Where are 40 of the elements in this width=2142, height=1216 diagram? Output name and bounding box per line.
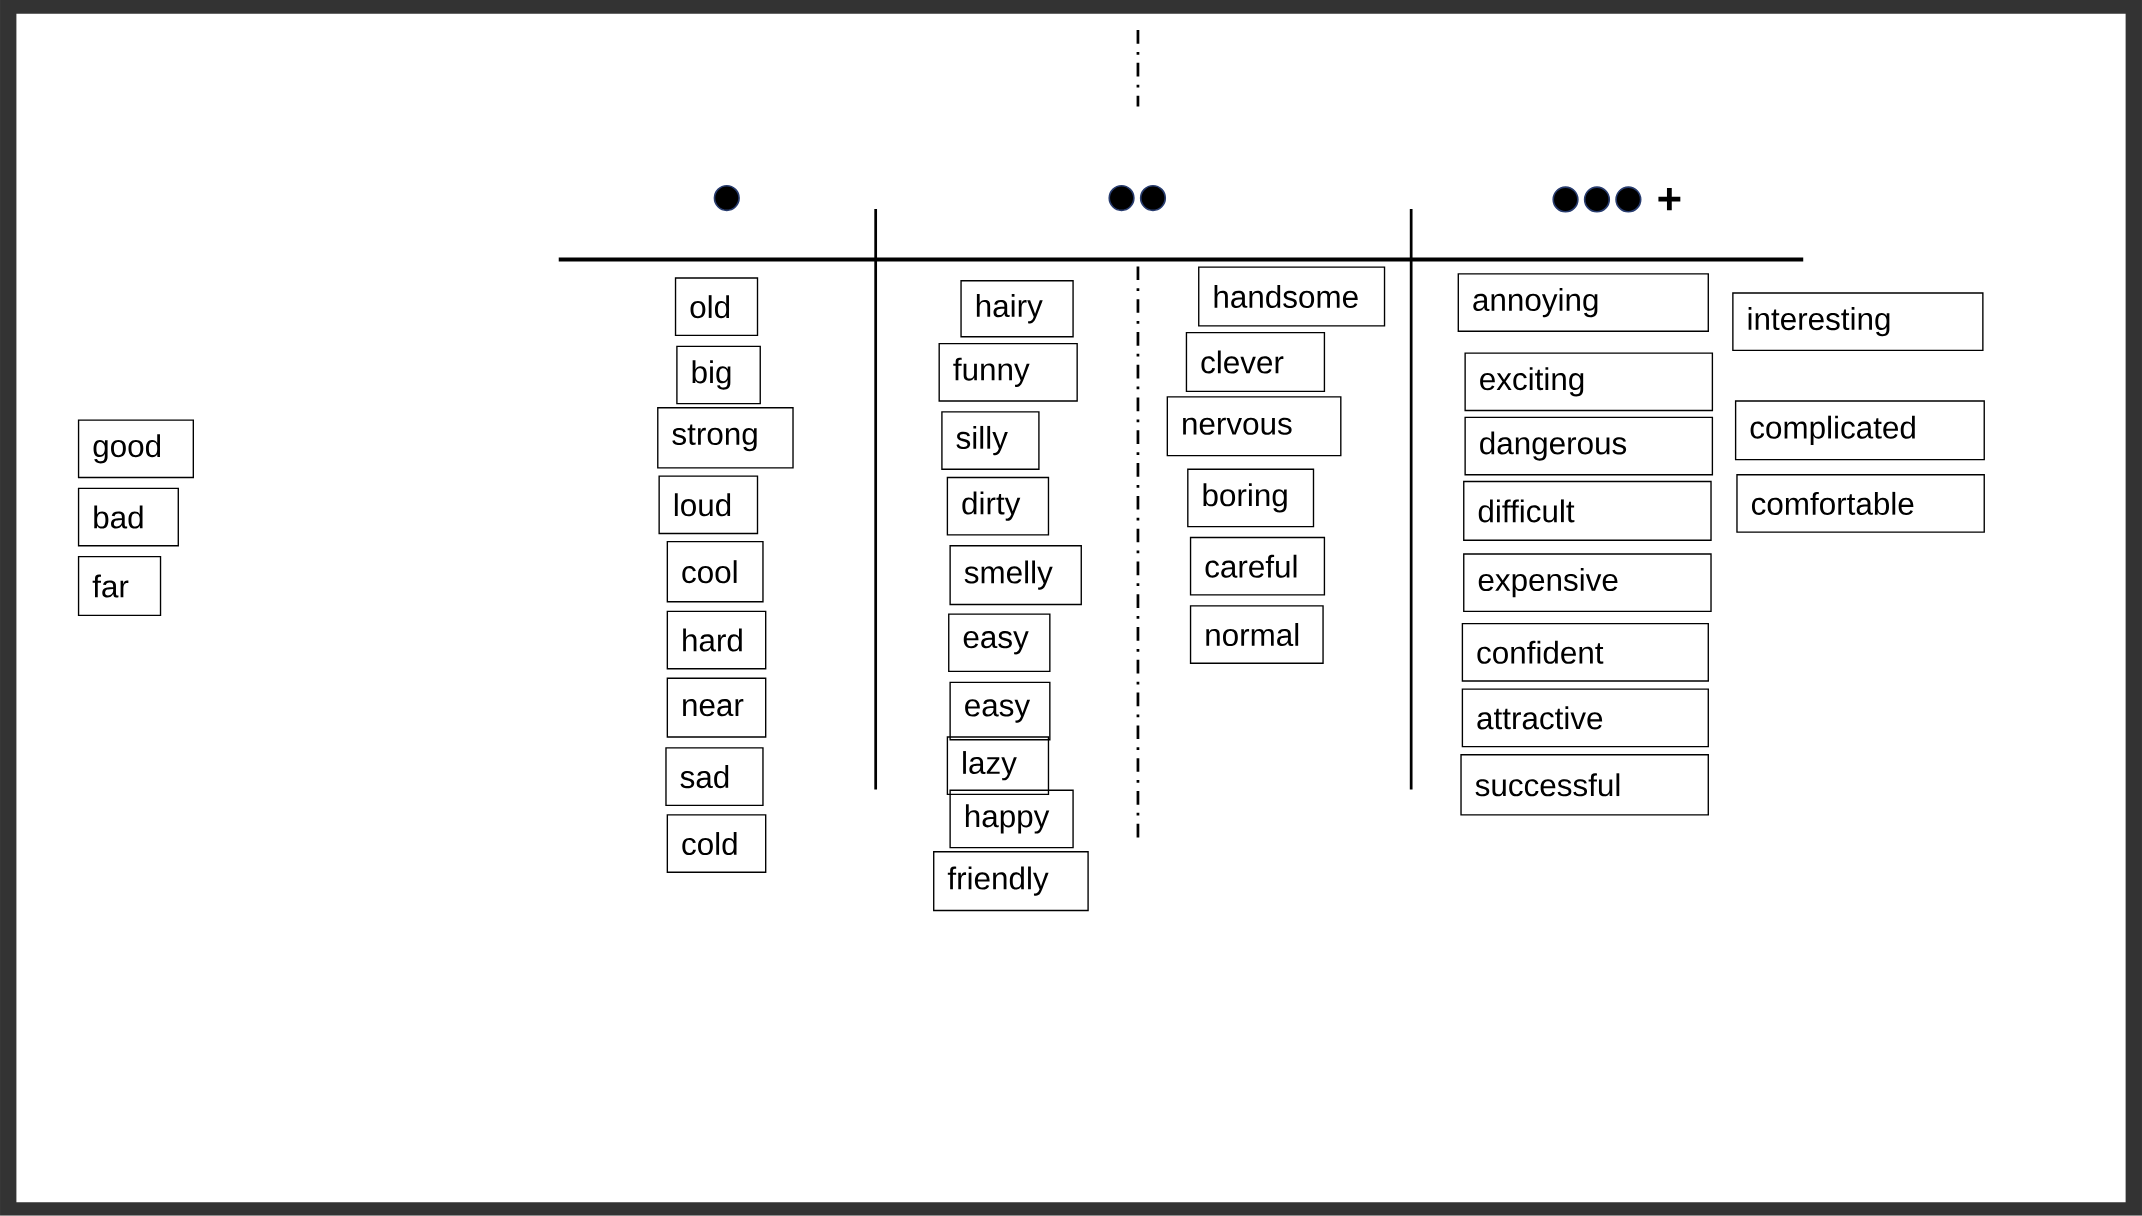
word-card: careful xyxy=(1189,536,1326,596)
word-card: cold xyxy=(666,814,767,873)
word-card: hairy xyxy=(960,280,1074,338)
word-card: bad xyxy=(77,487,179,547)
word-card: dangerous xyxy=(1464,416,1714,476)
word-card: boring xyxy=(1187,468,1315,528)
word-card: easy xyxy=(948,613,1051,673)
word-card: interesting xyxy=(1732,292,1984,352)
word-card: lazy xyxy=(946,736,1050,796)
word-card: clever xyxy=(1185,332,1326,393)
word-card: attractive xyxy=(1461,688,1709,748)
word-card: near xyxy=(666,677,767,738)
word-card: funny xyxy=(938,343,1078,402)
word-card: normal xyxy=(1189,605,1324,664)
word-card: comfortable xyxy=(1736,474,1985,533)
word-card: expensive xyxy=(1463,553,1712,613)
word-card: dirty xyxy=(946,476,1050,536)
word-card: complicated xyxy=(1734,400,1985,461)
plus-sign: + xyxy=(1658,188,1681,211)
word-card: cool xyxy=(666,541,764,603)
word-card: easy xyxy=(949,681,1051,741)
word-card: exciting xyxy=(1464,352,1714,412)
word-card: hard xyxy=(666,610,767,670)
word-card: old xyxy=(674,277,759,337)
word-card: confident xyxy=(1461,623,1709,682)
word-card: strong xyxy=(657,407,794,469)
word-card: successful xyxy=(1460,754,1709,816)
word-card: loud xyxy=(658,475,759,535)
word-card: smelly xyxy=(949,545,1082,606)
word-card: happy xyxy=(949,789,1074,849)
word-card: far xyxy=(77,556,162,617)
word-card: difficult xyxy=(1463,480,1712,542)
word-card: sad xyxy=(665,747,764,807)
word-card: big xyxy=(676,345,761,405)
word-card: nervous xyxy=(1166,396,1342,457)
word-card: friendly xyxy=(933,851,1089,912)
word-card: good xyxy=(77,419,194,479)
word-card: handsome xyxy=(1198,266,1386,327)
word-card: annoying xyxy=(1457,273,1709,333)
word-card: silly xyxy=(941,411,1040,471)
